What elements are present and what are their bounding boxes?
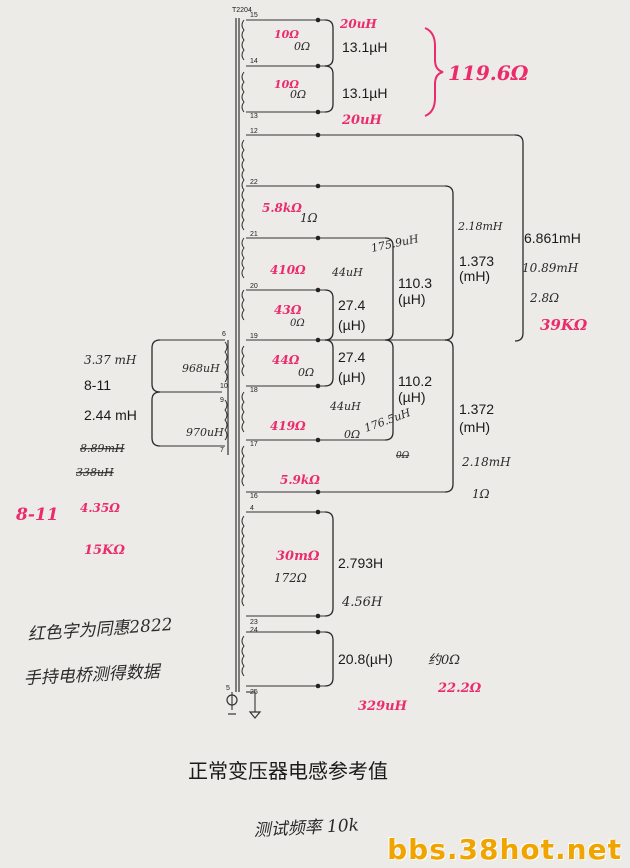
hw-l24: 约0Ω bbox=[428, 653, 460, 668]
value-22-19-a: 1.373 bbox=[459, 253, 494, 269]
hw-l22: 2.18mH bbox=[457, 220, 503, 233]
red-s811c: 15KΩ bbox=[84, 543, 125, 558]
red-a15: 10Ω bbox=[274, 28, 299, 41]
value-19-18-b: (µH) bbox=[338, 369, 366, 385]
value-19-16-a: 1.372 bbox=[459, 401, 494, 417]
pin-21: 21 bbox=[250, 231, 258, 238]
value-11-9: 2.44 mH bbox=[84, 407, 137, 423]
hw-l4-23-a: 172Ω bbox=[274, 571, 307, 585]
pin-14: 14 bbox=[250, 58, 258, 65]
hw-r22: 1Ω bbox=[300, 211, 318, 225]
hw-r20-19: 0Ω bbox=[290, 318, 305, 329]
value-20-19-b: (µH) bbox=[338, 317, 366, 333]
red-b20: 43Ω bbox=[274, 303, 302, 317]
hw-strike-3: 0Ω bbox=[396, 451, 410, 461]
value-24-25: 20.8(µH) bbox=[338, 651, 393, 667]
pin-19: 19 bbox=[250, 333, 258, 340]
caption-title: 正常变压器电感参考值 bbox=[188, 760, 388, 783]
hw-strike-2: 338uH bbox=[76, 466, 114, 479]
transformer-core bbox=[227, 18, 240, 692]
pin-13: 13 bbox=[250, 113, 258, 120]
tap-dots bbox=[315, 17, 321, 689]
pin-24: 24 bbox=[250, 627, 258, 634]
red-b19: 44Ω bbox=[272, 353, 300, 367]
value-19-17-a: 110.2 bbox=[398, 373, 432, 389]
hw-note-2: 手持电桥测得数据 bbox=[23, 662, 163, 689]
hw-r21-20: 44uH bbox=[331, 266, 363, 279]
red-big: 119.6Ω bbox=[448, 61, 529, 85]
pin-22: 22 bbox=[250, 179, 258, 186]
value-22-19-b: (mH) bbox=[459, 268, 490, 284]
red-u15: 20uH bbox=[339, 17, 377, 31]
pin-25: 25 bbox=[250, 689, 258, 696]
hw-l4-23-b: 4.56H bbox=[341, 595, 383, 610]
pin-15: 15 bbox=[250, 12, 258, 19]
pin-5: 5 bbox=[226, 685, 230, 692]
value-21-19-a: 110.3 bbox=[398, 275, 432, 291]
pin-6: 6 bbox=[222, 331, 226, 338]
pin-9: 9 bbox=[220, 397, 224, 404]
hw-l12-a: 10.89mH bbox=[522, 261, 579, 275]
hw-l16-b: 1Ω bbox=[472, 487, 490, 501]
measurement-brackets bbox=[151, 19, 524, 687]
hw-l12-b: 2.8Ω bbox=[529, 291, 559, 305]
red-s811b: 4.35Ω bbox=[80, 501, 120, 515]
red-b16: 5.9kΩ bbox=[280, 473, 320, 487]
label-8-11: 8-11 bbox=[84, 377, 111, 393]
pin-4: 4 bbox=[250, 505, 254, 512]
tap-lines bbox=[160, 19, 515, 712]
winding-coils bbox=[224, 19, 245, 677]
hw-r19-18: 0Ω bbox=[298, 366, 314, 379]
watermark: bbs.38hot.net bbox=[387, 833, 622, 866]
pin-7: 7 bbox=[220, 447, 224, 454]
value-4-23: 2.793H bbox=[338, 555, 383, 571]
value-15-14: 13.1µH bbox=[342, 39, 387, 55]
red-b4: 30mΩ bbox=[276, 549, 320, 564]
ground-symbol bbox=[226, 694, 262, 719]
red-b18: 419Ω bbox=[270, 419, 306, 433]
red-b12: 39KΩ bbox=[540, 316, 588, 334]
pin-numbers: 15 14 13 12 22 21 20 19 6 18 10 9 17 7 1… bbox=[220, 12, 258, 696]
red-b24a: 22.2Ω bbox=[437, 681, 482, 696]
value-14-13: 13.1µH bbox=[342, 85, 387, 101]
hw-strike-1: 8.89mH bbox=[80, 442, 125, 455]
red-brace bbox=[424, 27, 444, 117]
value-20-19-a: 27.4 bbox=[338, 297, 365, 313]
red-b24b: 329uH bbox=[358, 699, 408, 714]
pin-12: 12 bbox=[250, 128, 258, 135]
pin-20: 20 bbox=[250, 283, 258, 290]
hw-r14-13: 0Ω bbox=[290, 88, 306, 101]
red-a14: 10Ω bbox=[274, 78, 299, 91]
hw-r17: 0Ω bbox=[344, 428, 360, 441]
hw-l8-11-val: 3.37 mH bbox=[84, 353, 137, 367]
hw-l16-a: 2.18mH bbox=[461, 455, 511, 469]
hw-note-1: 红色字为同惠2822 bbox=[27, 615, 173, 645]
value-12-16: 6.861mH bbox=[524, 230, 581, 246]
hw-l21-19: 175.9uH bbox=[370, 232, 420, 255]
hw-r18-17: 44uH bbox=[329, 400, 361, 413]
hw-l19-17: 176.5uH bbox=[363, 406, 413, 435]
pin-10: 10 bbox=[220, 383, 228, 390]
part-reference: T2204 bbox=[232, 7, 252, 14]
red-u13: 20uH bbox=[341, 113, 383, 128]
hw-r15-14: 0Ω bbox=[294, 40, 310, 53]
value-19-16-b: (mH) bbox=[459, 419, 490, 435]
red-b22: 5.8kΩ bbox=[262, 201, 302, 215]
red-b21: 410Ω bbox=[270, 263, 306, 277]
printed-values: 13.1µH 13.1µH 6.861mH 1.373 (mH) 110.3 (… bbox=[84, 39, 581, 783]
handwritten-red-notes: 10Ω 10Ω 20uH 20uH 119.6Ω 5.8kΩ 410Ω 43Ω … bbox=[15, 17, 588, 714]
pin-18: 18 bbox=[250, 387, 258, 394]
red-s811: 8-11 bbox=[15, 505, 59, 525]
hw-l11-9: 970uH bbox=[186, 426, 224, 439]
value-21-19-b: (µH) bbox=[398, 291, 426, 307]
hw-l8-11: 968uH bbox=[182, 362, 220, 375]
pin-23: 23 bbox=[250, 619, 258, 626]
hw-freq: 测试频率 10k bbox=[253, 816, 359, 841]
value-19-17-b: (µH) bbox=[398, 389, 426, 405]
pin-17: 17 bbox=[250, 441, 258, 448]
pin-16: 16 bbox=[250, 493, 258, 500]
value-19-18-a: 27.4 bbox=[338, 349, 365, 365]
